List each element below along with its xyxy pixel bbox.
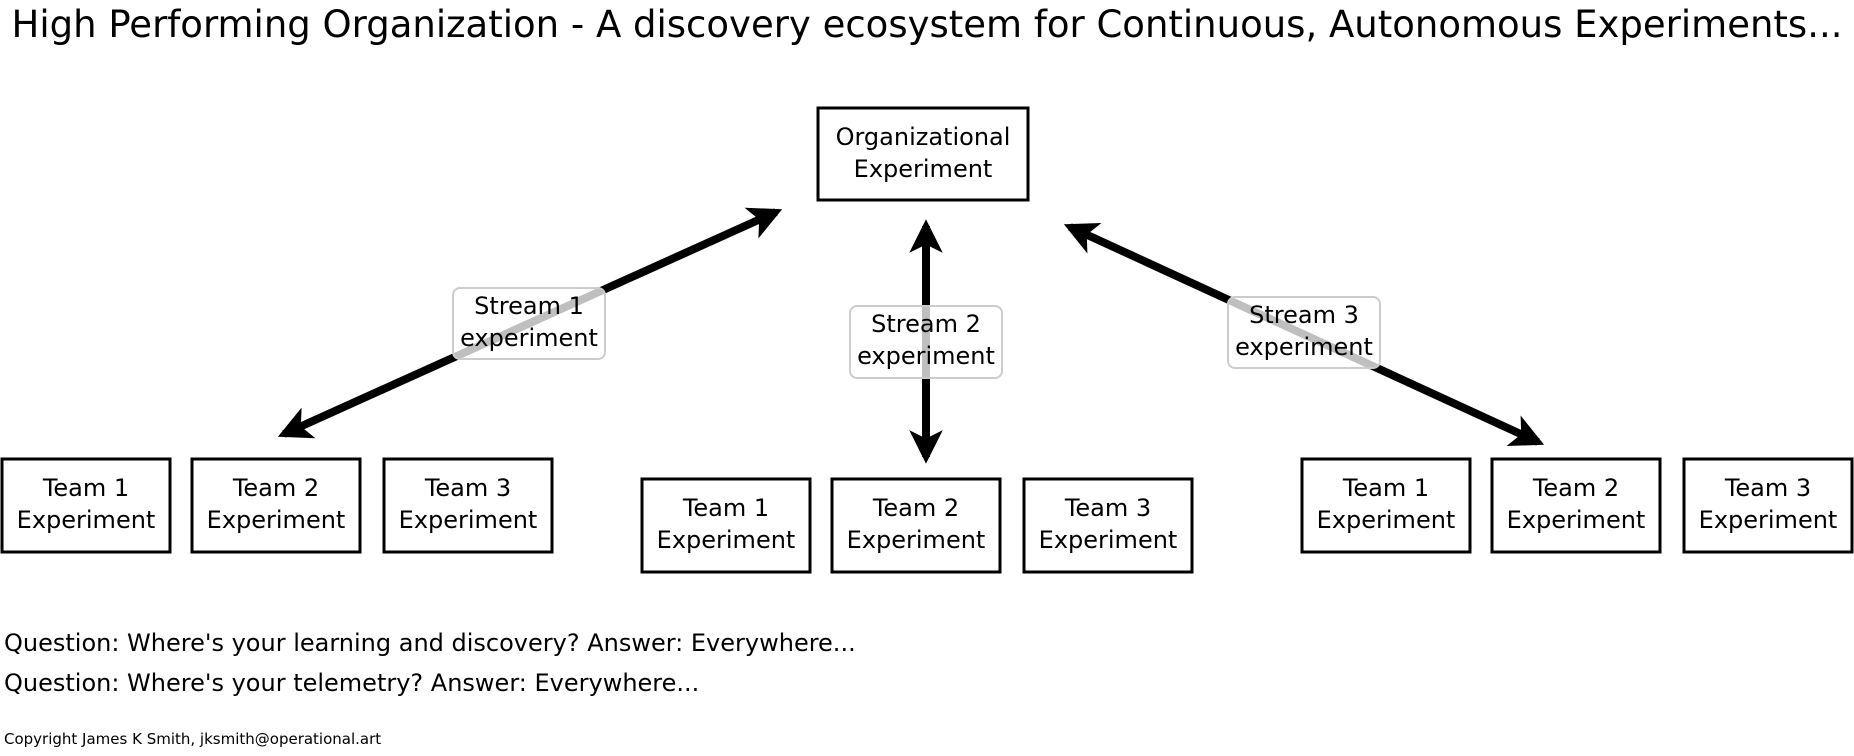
node-line2: Experiment [207,506,346,534]
node-line2: Experiment [1317,506,1456,534]
stream-label-line1: Stream 3 [1249,301,1359,329]
stream-label-line1: Stream 2 [871,310,981,338]
node-line1: Team 2 [1532,474,1619,502]
stream-2-team-1-node: Team 1 Experiment [640,477,812,574]
organizational-experiment-node: Organizational Experiment [816,106,1030,202]
stream-label-line1: Stream 1 [474,292,584,320]
node-line1: Team 1 [682,494,769,522]
stream-2-label: Stream 2 experiment [849,305,1003,379]
stream-3-team-1-node: Team 1 Experiment [1300,457,1472,554]
stream-3-label: Stream 3 experiment [1227,296,1381,369]
stream-3-team-3-node: Team 3 Experiment [1682,457,1854,554]
stream-1-label: Stream 1 experiment [452,287,606,360]
copyright-notice: Copyright James K Smith, jksmith@operati… [4,730,381,748]
question-1: Question: Where's your learning and disc… [4,629,856,657]
node-line2: Experiment [854,155,993,183]
stream-3-team-2-node: Team 2 Experiment [1490,457,1662,554]
node-line1: Team 3 [1064,494,1151,522]
node-line1: Team 2 [872,494,959,522]
stream-label-line2: experiment [460,324,598,352]
node-line1: Organizational [836,123,1011,151]
node-line2: Experiment [657,526,796,554]
stream-2-team-3-node: Team 3 Experiment [1022,477,1194,574]
node-line2: Experiment [17,506,156,534]
question-2: Question: Where's your telemetry? Answer… [4,669,699,697]
stream-1-team-2-node: Team 2 Experiment [190,457,362,554]
node-line2: Experiment [1039,526,1178,554]
node-line2: Experiment [1507,506,1646,534]
node-line2: Experiment [1699,506,1838,534]
stream-1-team-3-node: Team 3 Experiment [382,457,554,554]
stream-label-line2: experiment [1235,333,1373,361]
node-line1: Team 2 [232,474,319,502]
node-line2: Experiment [847,526,986,554]
node-line1: Team 1 [1342,474,1429,502]
stream-2-team-2-node: Team 2 Experiment [830,477,1002,574]
node-line2: Experiment [399,506,538,534]
node-line1: Team 3 [424,474,511,502]
stream-label-line2: experiment [857,342,995,370]
stream-1-team-1-node: Team 1 Experiment [0,457,172,554]
node-line1: Team 1 [42,474,129,502]
node-line1: Team 3 [1724,474,1811,502]
diagram-title: High Performing Organization - A discove… [12,3,1843,46]
